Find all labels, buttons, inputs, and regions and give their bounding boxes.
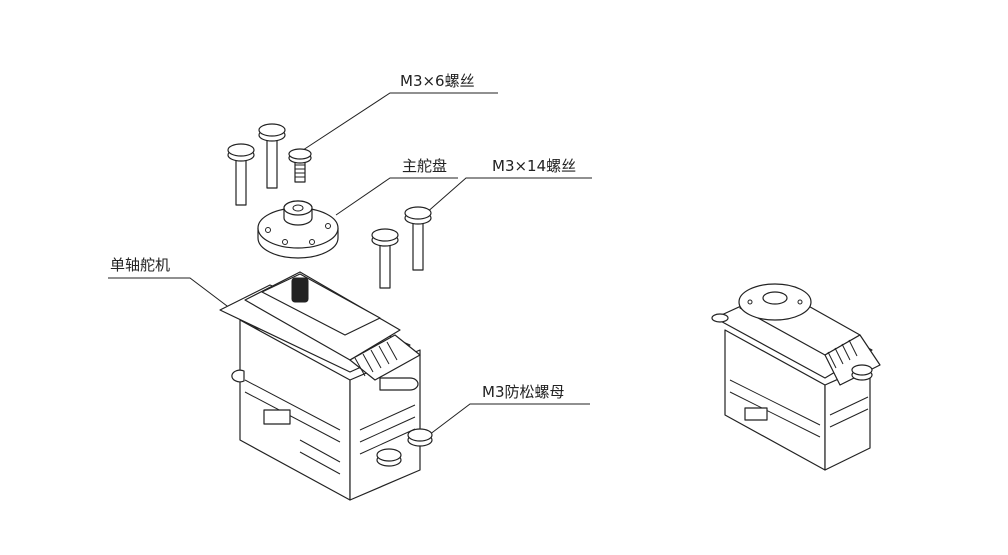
m3x14-screw-icon bbox=[371, 206, 432, 289]
assembled-servo-icon bbox=[711, 283, 881, 471]
leader-nut bbox=[424, 403, 590, 439]
label-m3-lock-nut: M3防松螺母 bbox=[482, 383, 565, 401]
label-main-horn: 主舵盘 bbox=[402, 157, 448, 175]
leader-m3x14 bbox=[424, 177, 592, 215]
label-m3x14-screw: M3×14螺丝 bbox=[492, 157, 577, 175]
leader-horn bbox=[335, 177, 458, 216]
leader-m3x6 bbox=[299, 92, 498, 153]
servo-horn-icon bbox=[257, 200, 339, 259]
short-screw-icon bbox=[288, 148, 312, 183]
label-m3x6-screw: M3×6螺丝 bbox=[400, 72, 475, 90]
servo-body-icon bbox=[219, 271, 433, 501]
label-single-axis-servo: 单轴舵机 bbox=[110, 256, 171, 274]
long-screw-icon bbox=[227, 123, 286, 206]
